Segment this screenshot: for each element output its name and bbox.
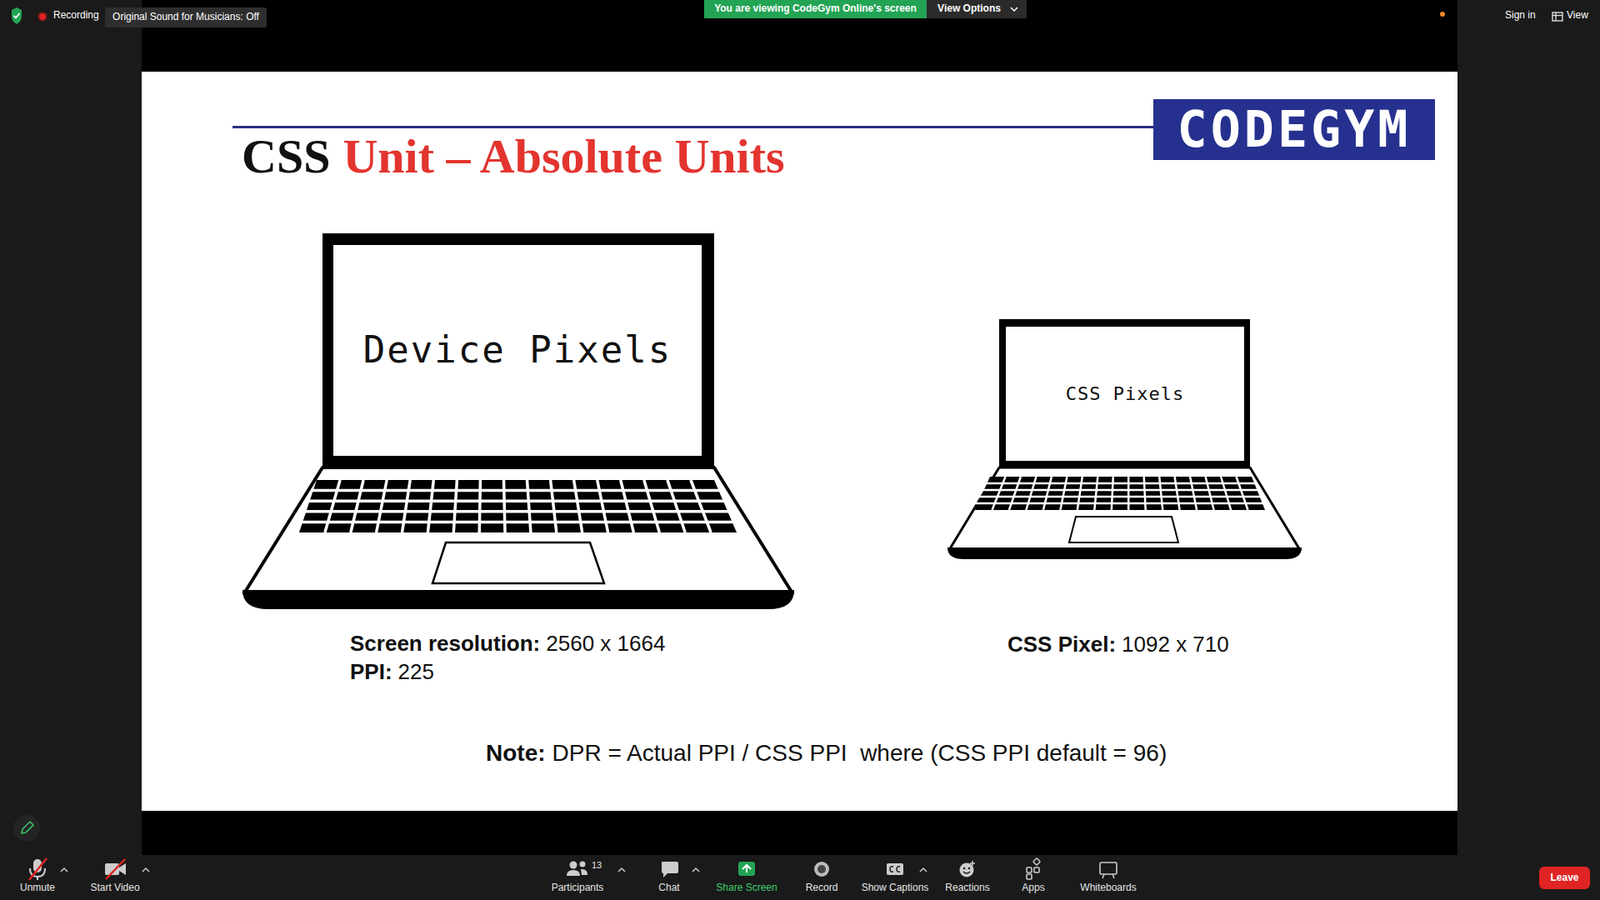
laptop-large: [242, 233, 795, 610]
slide-title: CSS: [241, 129, 330, 185]
field-name: PPI:: [350, 660, 393, 685]
share-banner: You are viewing CodeGym Online's screen: [704, 0, 927, 19]
chat-icon: [661, 861, 679, 878]
menu-text: Sign in: [1505, 10, 1536, 22]
screen-label-box-text: CSS Pixels: [1065, 383, 1185, 405]
toolbar-label: Apps: [1021, 882, 1045, 895]
note-text: DPR = Actual PPI / CSS PPI where (CSS PP…: [552, 740, 1168, 767]
security-shield: [11, 7, 22, 25]
menu-caret: [618, 868, 625, 872]
toolbar-label: Participants: [551, 882, 605, 895]
whiteboards-icon: [1100, 862, 1117, 879]
sound-setting-box-text: Original Sound for Musicians: Off: [112, 11, 260, 24]
video-off-icon: [105, 859, 126, 880]
leave-button: Leave: [1539, 866, 1590, 890]
participant-count: 13: [591, 860, 602, 871]
menu-caret: [692, 868, 700, 872]
captions-icon: [886, 863, 904, 875]
shared-screen-band: [141, 0, 1458, 855]
share-banner-text: You are viewing CodeGym Online's screen: [714, 3, 917, 15]
menu-caret: [142, 868, 150, 872]
toolbar-label: Unmute: [20, 882, 55, 895]
menu-text: View: [1566, 10, 1589, 22]
toolbar-label: Record: [805, 882, 839, 895]
participants-icon: [566, 861, 588, 877]
screen-label-box-text: Device Pixels: [363, 329, 672, 372]
title-rule: [232, 125, 1154, 129]
field-value: 2560 x 1664: [545, 631, 665, 657]
field-name: CSS Pixel:: [1007, 632, 1116, 658]
leave-button-text: Leave: [1550, 872, 1579, 885]
mic-muted-icon: [29, 858, 47, 880]
menu-caret: [60, 868, 68, 872]
status-dot: [1440, 11, 1445, 17]
logo-box: CODEGYM: [1153, 99, 1435, 160]
toolbar-label: Whiteboards: [1080, 882, 1136, 895]
menu-caret: [920, 868, 927, 872]
view-options-button-text: View Options: [937, 3, 1001, 15]
toolbar-label: Show Captions: [861, 882, 930, 895]
slide-ground: [141, 71, 1458, 811]
record-icon: [814, 861, 830, 877]
sound-setting-box: Original Sound for Musicians: Off: [105, 7, 267, 28]
logo-box-text: CODEGYM: [1177, 100, 1412, 159]
record-dot-ring: [37, 11, 48, 22]
share-screen-icon: [738, 861, 755, 876]
field-name: Screen resolution:: [350, 631, 540, 657]
view-icon: [1552, 12, 1563, 21]
dropdown-chevron: [1010, 5, 1019, 13]
field-value: 1092 x 710: [1121, 632, 1230, 658]
record-dot: [39, 13, 46, 20]
screen-label-box: Device Pixels: [333, 245, 702, 456]
laptop-small: [947, 319, 1302, 560]
annotate-button: [13, 815, 40, 842]
toolbar-label: Share Screen: [715, 882, 777, 895]
field-value: 225: [398, 660, 435, 685]
shield-check: [14, 13, 20, 19]
reactions-icon: [960, 860, 976, 878]
note-heading: Note:: [485, 740, 546, 767]
toolbar-label: Reactions: [945, 882, 990, 895]
view-options-button: View Options: [926, 0, 1027, 19]
status-text: Recording: [53, 10, 100, 22]
apps-icon: [1026, 858, 1040, 880]
screen-label-box: CSS Pixels: [1005, 326, 1245, 461]
slide-title: Unit – Absolute Units: [342, 129, 785, 185]
toolbar-label: Start Video: [90, 882, 140, 895]
toolbar-label: Chat: [658, 882, 680, 895]
